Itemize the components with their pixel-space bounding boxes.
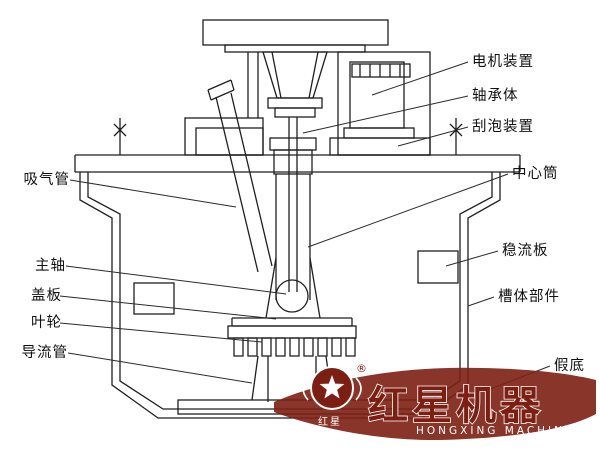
- label-false-bottom: 假底: [554, 358, 585, 374]
- shaft-hub: [275, 279, 309, 313]
- center-tube-lines: [275, 174, 311, 300]
- machine-geometry: [74, 19, 521, 419]
- bearing-housing: [262, 51, 328, 99]
- leader-lines: [59, 61, 551, 391]
- label-suction: 吸气管: [23, 172, 70, 188]
- main-shaft-lines: [288, 117, 298, 292]
- deck: [74, 154, 521, 173]
- top-plate: [202, 19, 389, 46]
- suction-pipe: [215, 92, 273, 273]
- brand-watermark: ® 红星 红星机器 HONGXING MACHINERY: [274, 362, 596, 441]
- label-scraper: 刮泡装置: [472, 119, 534, 135]
- watermark-brand-cn: 红星机器: [368, 383, 544, 429]
- label-impeller: 叶轮: [31, 315, 62, 331]
- label-bearing: 轴承体: [472, 88, 519, 104]
- star-emblem-icon: [302, 366, 362, 410]
- label-main-shaft: 主轴: [35, 258, 66, 274]
- stabilizer-plate-left: [133, 282, 175, 315]
- tank-outline: [79, 172, 501, 419]
- label-stabilizer: 稳流板: [502, 243, 549, 259]
- watermark-emblem-text: 红星: [318, 415, 342, 428]
- label-guide-tube: 导流管: [21, 345, 68, 361]
- cover-plate: [231, 317, 353, 327]
- label-center-tube: 中心筒: [512, 166, 559, 182]
- label-tank: 槽体部件: [498, 289, 560, 305]
- bolt-mark-right: [449, 118, 463, 155]
- impeller-teeth: [233, 337, 356, 357]
- label-motor: 电机装置: [472, 54, 534, 70]
- label-cover: 盖板: [31, 288, 62, 304]
- motor-body: [349, 61, 405, 129]
- stabilizer-plate-right: [417, 250, 459, 284]
- scraper-bracket: [329, 137, 431, 156]
- watermark-band: [274, 367, 596, 441]
- impeller-band: [227, 325, 357, 339]
- registered-mark: ®: [356, 362, 367, 375]
- watermark-brand-en: HONGXING MACHINERY: [416, 425, 594, 437]
- bolt-mark-left: [113, 118, 127, 155]
